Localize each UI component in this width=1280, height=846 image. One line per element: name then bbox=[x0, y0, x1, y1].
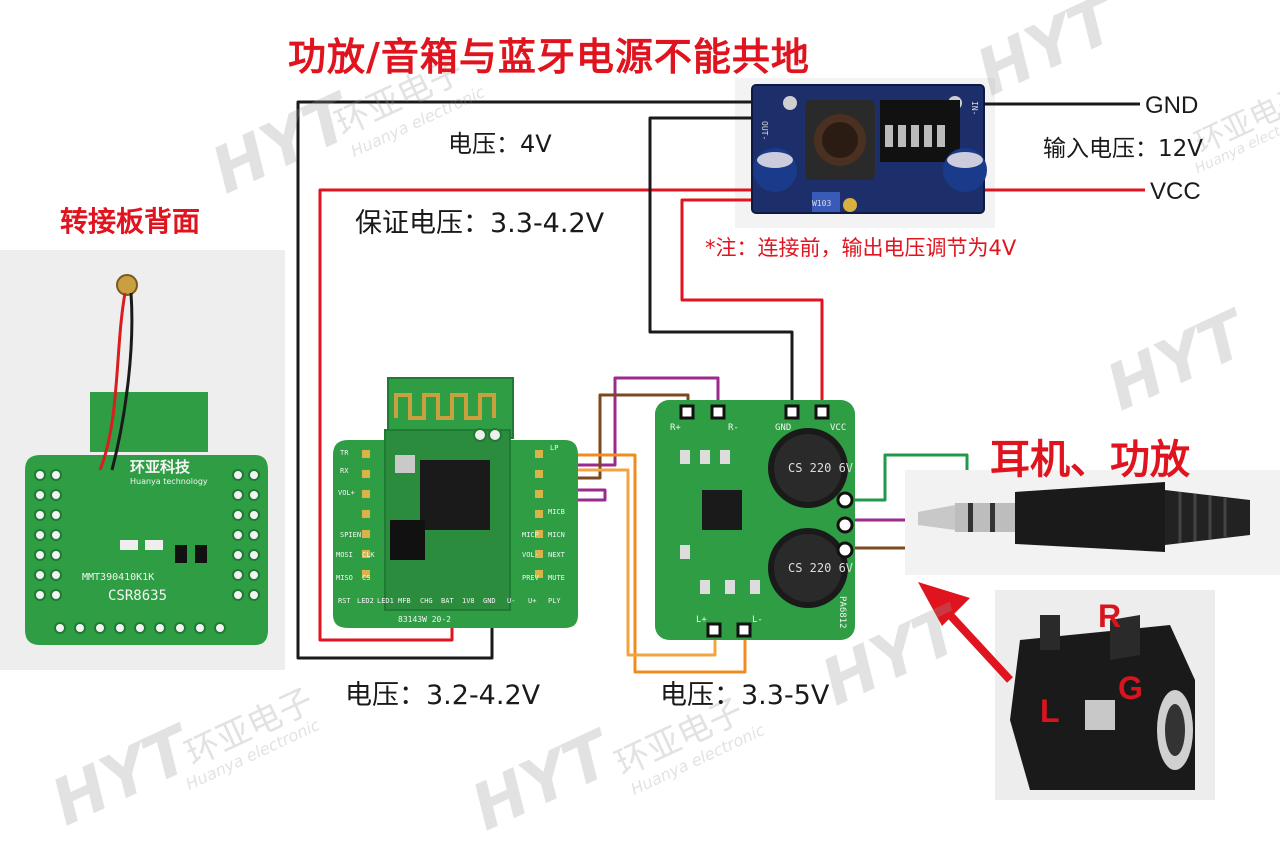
svg-text:VOL+: VOL+ bbox=[338, 489, 355, 497]
plug-body bbox=[1015, 482, 1165, 552]
svg-text:CHG: CHG bbox=[420, 597, 433, 605]
adapter-brand-en: Huanya technology bbox=[130, 477, 208, 486]
wire-gnd-amp bbox=[648, 116, 794, 410]
wire-audio-r bbox=[545, 376, 720, 467]
svg-text:VOL-: VOL- bbox=[522, 551, 539, 559]
svg-text:CS: CS bbox=[362, 574, 370, 582]
plug-strain-relief bbox=[1165, 490, 1250, 545]
bluetooth-module: RST LED2 LED1 MFB CHG BAT 1V8 GND U- U+ … bbox=[333, 377, 578, 628]
arrow-head bbox=[918, 582, 970, 626]
svg-text:MOSI: MOSI bbox=[336, 551, 353, 559]
svg-text:SPIEN: SPIEN bbox=[340, 531, 361, 539]
svg-text:MICN: MICN bbox=[548, 531, 565, 539]
bt-flash bbox=[390, 520, 425, 560]
amp-cap-label-bottom: CS 220 6V bbox=[788, 561, 853, 575]
vcc-label: VCC bbox=[1150, 178, 1201, 205]
svg-text:RST: RST bbox=[338, 597, 351, 605]
svg-text:L-: L- bbox=[752, 615, 763, 625]
amp-smd bbox=[680, 450, 760, 594]
bt-pads bbox=[362, 450, 543, 578]
amp-out-l bbox=[836, 541, 854, 559]
svg-text:CLK: CLK bbox=[362, 551, 375, 559]
svg-text:MICP: MICP bbox=[522, 531, 539, 539]
wire-vcc-amp bbox=[680, 198, 824, 410]
adapter-brand: 环亚科技 bbox=[130, 458, 191, 476]
dcdc-out-text: OUT- bbox=[760, 121, 769, 140]
amp-out-g bbox=[836, 516, 854, 534]
svg-text:BAT: BAT bbox=[441, 597, 454, 605]
audio-plug bbox=[905, 470, 1280, 575]
bt-code: 83143W 20-2 bbox=[398, 615, 451, 624]
plug-shaft bbox=[955, 503, 1015, 532]
svg-text:MFB: MFB bbox=[398, 597, 411, 605]
earphone-amp-label: 耳机、功放 bbox=[990, 437, 1190, 483]
amp-ic bbox=[702, 490, 742, 530]
svg-text:U+: U+ bbox=[528, 597, 536, 605]
dcdc-hole bbox=[783, 96, 797, 110]
plug-tip bbox=[918, 505, 955, 530]
bt-antenna-trace bbox=[394, 393, 496, 420]
gnd-label: GND bbox=[1145, 92, 1199, 119]
wire-audio-ln bbox=[548, 468, 717, 657]
direction-arrow bbox=[918, 582, 1013, 683]
dcdc-in-text: IN- bbox=[970, 101, 979, 115]
svg-text:LP: LP bbox=[550, 444, 558, 452]
dcdc-potentiometer bbox=[812, 192, 840, 212]
svg-text:TR: TR bbox=[340, 449, 349, 457]
amp-pin-labels: R+ R- GND VCC L+ L- bbox=[670, 423, 846, 625]
adapter-model: CSR8635 bbox=[108, 588, 167, 604]
adjust-note: *注：连接前，输出电压调节为4V bbox=[705, 236, 1017, 260]
adapter-pads bbox=[34, 469, 260, 634]
svg-text:1V8: 1V8 bbox=[462, 597, 475, 605]
diagram-title: 功放/音箱与蓝牙电源不能共地 bbox=[288, 35, 810, 79]
wire-audio-l bbox=[548, 453, 747, 674]
amp-module: R+ R- GND VCC L+ L- CS 220 6V CS 220 6V … bbox=[655, 400, 855, 640]
svg-text:LED1: LED1 bbox=[377, 597, 394, 605]
svg-text:R-: R- bbox=[728, 423, 739, 433]
wire-vcc-bt bbox=[318, 188, 760, 642]
jack-l-label: L bbox=[1040, 693, 1060, 729]
svg-text:GND: GND bbox=[775, 423, 791, 433]
bt-crystal bbox=[395, 455, 415, 473]
adapter-board: 环亚科技 Huanya technology MMT390410K1K CSR8… bbox=[25, 274, 268, 645]
amp-out-r bbox=[836, 491, 854, 509]
amp-voltage-label: 电压：3.3-5V bbox=[660, 680, 830, 711]
svg-text:VCC: VCC bbox=[830, 423, 846, 433]
svg-text:U-: U- bbox=[507, 597, 515, 605]
svg-text:GND: GND bbox=[483, 597, 496, 605]
guarantee-voltage-label: 保证电压：3.3-4.2V bbox=[355, 208, 605, 239]
svg-text:RX: RX bbox=[340, 467, 349, 475]
dcdc-module: W103 OUT- IN- bbox=[751, 84, 987, 214]
bt-chip bbox=[420, 460, 490, 530]
svg-text:PLY: PLY bbox=[548, 597, 561, 605]
bt-pin-labels: RST LED2 LED1 MFB CHG BAT 1V8 GND U- U+ … bbox=[336, 444, 566, 605]
svg-text:MUTE: MUTE bbox=[548, 574, 565, 582]
mic-wire-black bbox=[110, 292, 134, 471]
svg-text:PREV: PREV bbox=[522, 574, 540, 582]
backside-label: 转接板背面 bbox=[60, 205, 201, 238]
amp-cap-label-top: CS 220 6V bbox=[788, 461, 853, 475]
svg-text:MICB: MICB bbox=[548, 508, 565, 516]
diagram-canvas: W103 OUT- IN- 环亚科技 Huanya bbox=[0, 78, 1280, 800]
input-voltage-label: 输入电压：12V bbox=[1043, 136, 1204, 162]
svg-text:L+: L+ bbox=[696, 615, 707, 625]
amp-model: PA6812 bbox=[837, 596, 847, 629]
svg-text:NEXT: NEXT bbox=[548, 551, 566, 559]
jack-r-label: R bbox=[1098, 598, 1122, 634]
mic-wire-red bbox=[98, 292, 127, 471]
audio-jack bbox=[1010, 615, 1195, 790]
wire-gnd-bt bbox=[296, 100, 752, 660]
microphone bbox=[116, 274, 138, 296]
svg-text:LED2: LED2 bbox=[357, 597, 374, 605]
bt-voltage-label: 电压：3.2-4.2V bbox=[345, 680, 541, 711]
adapter-sub: MMT390410K1K bbox=[82, 572, 154, 583]
dcdc-pot-text: W103 bbox=[812, 199, 831, 208]
svg-text:MISO: MISO bbox=[336, 574, 353, 582]
amp-pads bbox=[679, 404, 830, 638]
dcdc-regulator-ic bbox=[880, 100, 960, 162]
svg-text:R+: R+ bbox=[670, 423, 681, 433]
jack-g-label: G bbox=[1118, 670, 1143, 706]
voltage-4v-label: 电压：4V bbox=[448, 130, 552, 158]
